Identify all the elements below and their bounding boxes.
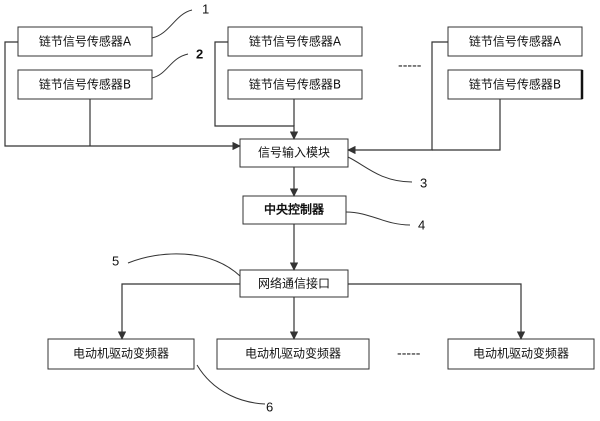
sensor-a-label-1: 链节信号传感器A: [39, 34, 132, 49]
connector-group3-a: [347, 41, 448, 155]
connector-network-driver1: [117, 283, 240, 340]
connector-group2-a: [214, 41, 299, 140]
sensor-ellipsis: -----: [398, 59, 422, 74]
sensor-b-label-2: 链节信号传感器B: [249, 77, 341, 92]
central-controller-label: 中央控制器: [264, 202, 325, 217]
callout-number-5: 5: [112, 253, 119, 268]
driver-box-1: [47, 338, 195, 370]
central-controller-box: [242, 195, 347, 225]
sensor-a-box-2: [227, 26, 363, 57]
callout-leader-2: [151, 53, 189, 79]
sensor-a-box-3: [447, 26, 583, 57]
signal-input-label: 信号输入模块: [258, 145, 330, 160]
callout-leader-5: [127, 253, 241, 277]
callout-number-2: 2: [196, 46, 203, 61]
callout-number-3: 3: [420, 175, 427, 190]
driver-box-2: [216, 338, 370, 370]
sensor-a-box-1: [17, 26, 153, 57]
driver-label-2: 电动机驱动变频器: [245, 346, 341, 361]
callout-leader-4: [345, 211, 411, 226]
sensor-group-3: 链节信号传感器A 链节信号传感器B: [447, 26, 584, 100]
sensor-b-box-3: [447, 69, 583, 100]
sensor-b-label-3: 链节信号传感器B: [469, 77, 561, 92]
network-interface-label: 网络通信接口: [258, 276, 330, 291]
callout-leader-6: [196, 364, 266, 405]
driver-label-1: 电动机驱动变频器: [73, 346, 169, 361]
sensor-b-box-2: [227, 69, 363, 100]
connector-group1-a: [4, 41, 241, 151]
connector-network-driver3: [348, 283, 526, 340]
sensor-group-1: 链节信号传感器A 链节信号传感器B: [17, 26, 153, 100]
driver-label-3: 电动机驱动变频器: [473, 346, 569, 361]
callout-number-1: 1: [202, 1, 209, 16]
sensor-a-label-3: 链节信号传感器A: [469, 34, 562, 49]
driver-box-3: [447, 338, 595, 370]
callout-leader-1: [151, 9, 193, 39]
driver-ellipsis: -----: [397, 347, 421, 362]
callout-number-6: 6: [266, 399, 273, 414]
sensor-a-label-2: 链节信号传感器A: [249, 34, 342, 49]
sensor-b-box-1: [17, 69, 153, 100]
sensor-b-label-1: 链节信号传感器B: [39, 77, 131, 92]
callout-leader-3: [347, 156, 413, 183]
sensor-group-2: 链节信号传感器A 链节信号传感器B: [227, 26, 363, 100]
callout-number-4: 4: [418, 217, 425, 232]
connector-group3-b: [432, 99, 501, 151]
